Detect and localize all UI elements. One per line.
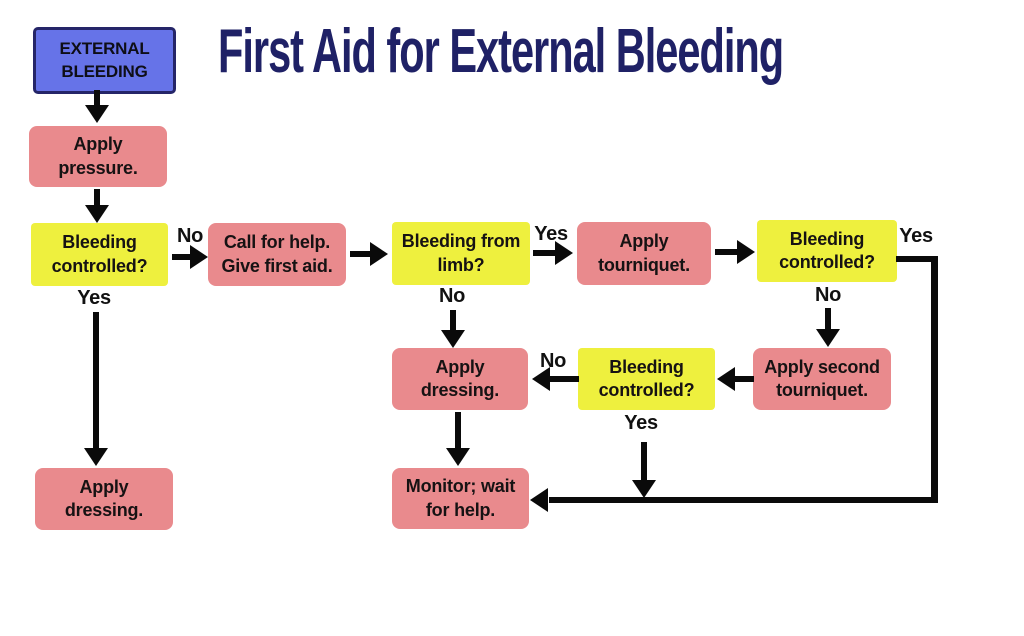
edge-label-no-1: No xyxy=(176,225,204,247)
node-bleeding-controlled-2-label: Bleeding controlled? xyxy=(779,228,875,272)
node-external-bleeding-label: EXTERNAL BLEEDING xyxy=(59,39,150,81)
edge-label-yes-2: Yes xyxy=(534,223,568,245)
node-bleeding-controlled-1: Bleeding controlled? xyxy=(31,223,168,286)
arrow-head-down-icon xyxy=(85,105,109,123)
edge-label-no-4: No xyxy=(539,350,567,372)
arrow-head-right-icon xyxy=(555,241,573,265)
node-apply-tourniquet-label: Apply tourniquet. xyxy=(598,231,690,275)
arrow-head-down-icon xyxy=(816,329,840,347)
arrow-shaft xyxy=(172,254,192,260)
node-bleeding-controlled-3-label: Bleeding controlled? xyxy=(598,356,695,400)
page-title: First Aid for External Bleeding xyxy=(218,16,1024,87)
edge-label-yes-1: Yes xyxy=(77,287,111,309)
arrow-head-left-icon xyxy=(717,367,735,391)
node-bleeding-from-limb: Bleeding from limb? xyxy=(392,222,530,285)
arrow-head-down-icon xyxy=(441,330,465,348)
arrow-elbow-vertical-segment xyxy=(931,256,938,503)
edge-label-yes-4: Yes xyxy=(624,412,658,434)
node-apply-tourniquet: Apply tourniquet. xyxy=(577,222,711,285)
arrow-shaft xyxy=(715,249,739,255)
arrow-shaft xyxy=(641,442,647,482)
arrow-elbow-top-segment xyxy=(896,256,938,262)
arrow-shaft xyxy=(533,250,557,256)
arrow-shaft xyxy=(549,376,579,382)
arrow-shaft xyxy=(93,312,99,450)
arrow-shaft xyxy=(450,310,456,332)
arrow-head-down-icon xyxy=(632,480,656,498)
arrow-head-right-icon xyxy=(737,240,755,264)
node-apply-second-tourniquet-label: Apply second tourniquet. xyxy=(764,356,880,400)
arrow-shaft xyxy=(734,376,754,382)
node-call-for-help: Call for help. Give first aid. xyxy=(208,223,346,286)
node-apply-pressure: Apply pressure. xyxy=(29,126,167,187)
node-apply-second-tourniquet: Apply second tourniquet. xyxy=(753,348,891,410)
node-call-for-help-label: Call for help. Give first aid. xyxy=(221,232,333,276)
node-apply-dressing-left: Apply dressing. xyxy=(35,468,173,530)
node-apply-dressing-left-label: Apply dressing. xyxy=(64,476,144,520)
node-apply-dressing-mid: Apply dressing. xyxy=(392,348,528,410)
arrow-head-down-icon xyxy=(84,448,108,466)
arrow-head-down-icon xyxy=(446,448,470,466)
arrow-head-down-icon xyxy=(85,205,109,223)
page-title-text: First Aid for External Bleeding xyxy=(218,17,784,86)
arrow-shaft xyxy=(455,412,461,450)
edge-label-no-3: No xyxy=(814,284,842,306)
arrow-head-right-icon xyxy=(370,242,388,266)
node-monitor-wait: Monitor; wait for help. xyxy=(392,468,529,529)
node-apply-dressing-mid-label: Apply dressing. xyxy=(420,356,500,400)
arrow-head-right-icon xyxy=(190,245,208,269)
arrow-shaft xyxy=(825,308,831,332)
arrow-shaft xyxy=(94,189,100,206)
arrow-elbow-bottom-segment xyxy=(549,497,938,503)
arrow-head-left-icon xyxy=(530,488,548,512)
node-apply-pressure-label: Apply pressure. xyxy=(58,134,138,178)
arrow-shaft xyxy=(94,90,100,108)
edge-label-yes-3: Yes xyxy=(899,225,933,247)
edge-label-no-2: No xyxy=(438,285,466,307)
node-bleeding-controlled-2: Bleeding controlled? xyxy=(757,220,897,282)
node-external-bleeding: EXTERNAL BLEEDING xyxy=(33,27,176,94)
node-bleeding-controlled-3: Bleeding controlled? xyxy=(578,348,715,410)
arrow-shaft xyxy=(350,251,372,257)
arrow-head-left-icon xyxy=(532,367,550,391)
node-bleeding-controlled-1-label: Bleeding controlled? xyxy=(51,232,148,276)
node-bleeding-from-limb-label: Bleeding from limb? xyxy=(401,231,521,275)
node-monitor-wait-label: Monitor; wait for help. xyxy=(405,476,516,520)
